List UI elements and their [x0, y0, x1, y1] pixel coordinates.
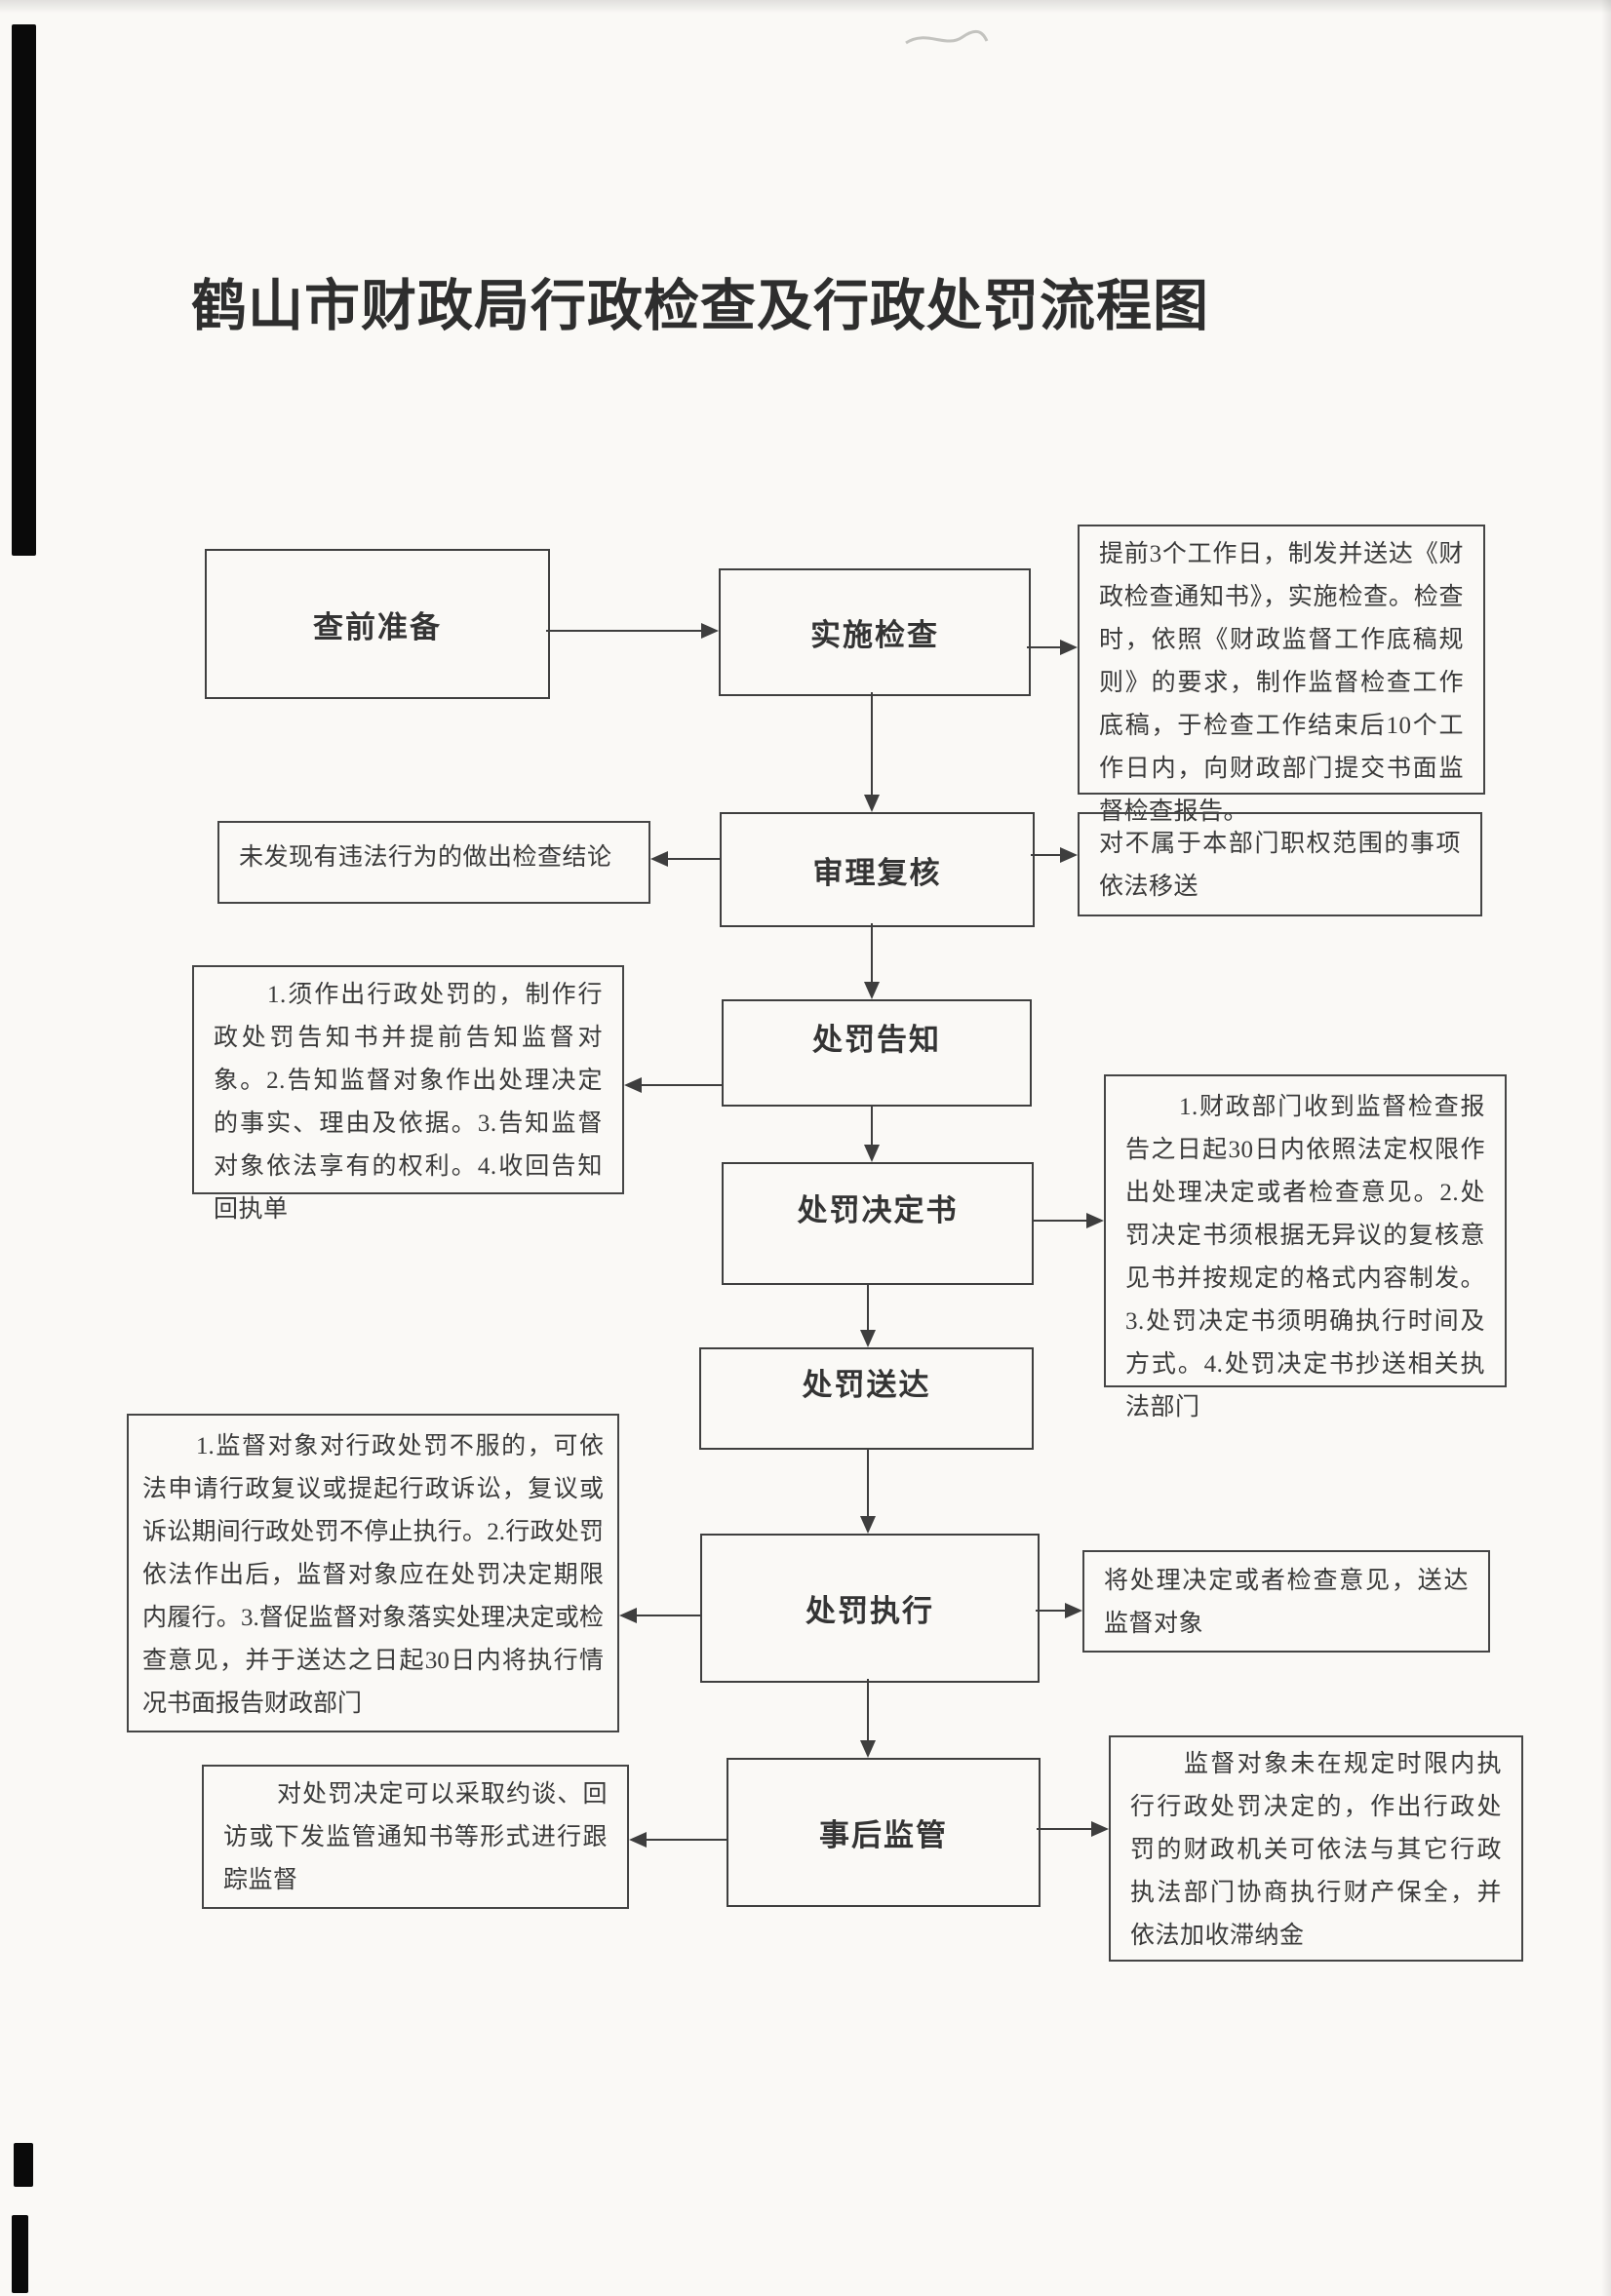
note-overdue-enforcement: 监督对象未在规定时限内执行行政处罚决定的，作出行政处罚的财政机关可依法与其它行政…: [1109, 1735, 1523, 1962]
arrowhead-review-to-notification: [864, 982, 880, 999]
note-text: 将处理决定或者检查意见，送达监督对象: [1104, 1568, 1469, 1637]
note-text: 未发现有违法行为的做出检查结论: [239, 844, 612, 871]
scan-artifact-bottom-mark-1: [14, 2143, 33, 2187]
note-text: 1.须作出行政处罚的，制作行政处罚告知书并提前告知监督对象。2.告知监督对象作出…: [214, 982, 603, 1223]
arrowhead-pre-to-conduct: [701, 623, 719, 639]
flow-step-punishment-delivery: 处罚送达: [699, 1347, 1034, 1450]
note-follow-up: 对处罚决定可以采取约谈、回访或下发监管通知书等形式进行跟踪监督: [202, 1765, 629, 1909]
flow-step-punishment-execution: 处罚执行: [700, 1534, 1040, 1683]
flow-step-label: 查前准备: [313, 609, 442, 644]
connector-review-to-transfer: [1031, 854, 1062, 856]
connector-delivery-to-execution: [867, 1450, 869, 1518]
note-no-violation: 未发现有违法行为的做出检查结论: [217, 821, 650, 904]
scan-artifact-squiggle: [905, 29, 989, 45]
connector-decision-to-rules: [1034, 1220, 1088, 1222]
connector-review-to-no-violation: [668, 858, 720, 860]
arrowhead-execution-to-delivery-note: [1065, 1603, 1082, 1618]
flow-step-label: 处罚决定书: [797, 1192, 959, 1227]
flow-step-label: 处罚执行: [806, 1594, 934, 1628]
note-text: 对处罚决定可以采取约谈、回访或下发监管通知书等形式进行跟踪监督: [223, 1781, 608, 1893]
connector-post-to-follow-up: [647, 1839, 727, 1841]
arrowhead-notification-to-decision: [864, 1145, 880, 1162]
page-title: 鹤山市财政局行政检查及行政处罚流程图: [191, 276, 1209, 337]
note-text: 提前3个工作日，制发并送达《财政检查通知书》，实施检查。检查时，依照《财政监督工…: [1099, 541, 1464, 825]
arrowhead-decision-to-delivery: [860, 1330, 876, 1347]
flow-step-pre-inspection: 查前准备: [205, 549, 550, 699]
arrowhead-delivery-to-execution: [860, 1516, 876, 1534]
connector-review-to-notification: [871, 923, 873, 984]
flow-step-label: 事后监管: [819, 1818, 948, 1852]
note-text: 对不属于本部门职权范围的事项依法移送: [1099, 831, 1461, 900]
arrowhead-decision-to-rules: [1086, 1213, 1104, 1228]
note-execution-rules: 1.监督对象对行政处罚不服的，可依法申请行政复议或提起行政诉讼，复议或诉讼期间行…: [127, 1414, 619, 1732]
connector-post-to-overdue: [1037, 1828, 1093, 1830]
scan-artifact-left-bar: [12, 24, 36, 556]
arrowhead-post-to-follow-up: [629, 1832, 647, 1848]
arrowhead-notification-to-rules: [624, 1077, 642, 1093]
note-transfer: 对不属于本部门职权范围的事项依法移送: [1078, 812, 1482, 916]
flow-step-punishment-notification: 处罚告知: [722, 999, 1032, 1107]
note-decision-rules: 1.财政部门收到监督检查报告之日起30日内依照法定权限作出处理决定或者检查意见。…: [1104, 1074, 1507, 1420]
arrowhead-review-to-no-violation: [650, 851, 668, 867]
scan-artifact-bottom-mark-2: [12, 2215, 28, 2293]
arrowhead-execution-to-rules: [619, 1608, 637, 1623]
connector-conduct-to-notice: [1027, 646, 1062, 648]
arrowhead-review-to-transfer: [1060, 847, 1078, 863]
note-inspection-notice: 提前3个工作日，制发并送达《财政检查通知书》，实施检查。检查时，依照《财政监督工…: [1078, 525, 1485, 825]
connector-pre-to-conduct: [546, 630, 703, 632]
connector-execution-to-rules: [637, 1615, 700, 1616]
arrowhead-conduct-to-review: [864, 795, 880, 812]
flow-step-label: 处罚告知: [812, 1022, 941, 1057]
flow-step-conduct-inspection: 实施检查: [719, 568, 1031, 696]
connector-notification-to-rules: [642, 1084, 722, 1086]
note-punishment-notice-rules: 1.须作出行政处罚的，制作行政处罚告知书并提前告知监督对象。2.告知监督对象作出…: [192, 965, 624, 1223]
flow-step-label: 处罚送达: [802, 1368, 931, 1402]
note-delivery: 将处理决定或者检查意见，送达监督对象: [1082, 1550, 1490, 1653]
connector-conduct-to-review: [871, 692, 873, 797]
note-text: 监督对象未在规定时限内执行行政处罚决定的，作出行政处罚的财政机关可依法与其它行政…: [1130, 1751, 1502, 1949]
note-text: 1.监督对象对行政处罚不服的，可依法申请行政复议或提起行政诉讼，复议或诉讼期间行…: [142, 1433, 604, 1717]
flow-step-post-supervision: 事后监管: [727, 1758, 1041, 1907]
flow-step-review: 审理复核: [720, 812, 1035, 927]
connector-notification-to-decision: [871, 1107, 873, 1147]
connector-execution-to-delivery-note: [1036, 1610, 1067, 1612]
arrowhead-execution-to-post: [860, 1740, 876, 1758]
flow-step-label: 审理复核: [812, 855, 942, 890]
connector-decision-to-delivery: [867, 1285, 869, 1332]
flow-step-label: 实施检查: [810, 618, 939, 652]
connector-execution-to-post: [867, 1679, 869, 1742]
arrowhead-post-to-overdue: [1091, 1821, 1109, 1837]
flow-step-punishment-decision: 处罚决定书: [722, 1162, 1034, 1285]
arrowhead-conduct-to-notice: [1060, 640, 1078, 655]
note-text: 1.财政部门收到监督检查报告之日起30日内依照法定权限作出处理决定或者检查意见。…: [1125, 1094, 1485, 1420]
